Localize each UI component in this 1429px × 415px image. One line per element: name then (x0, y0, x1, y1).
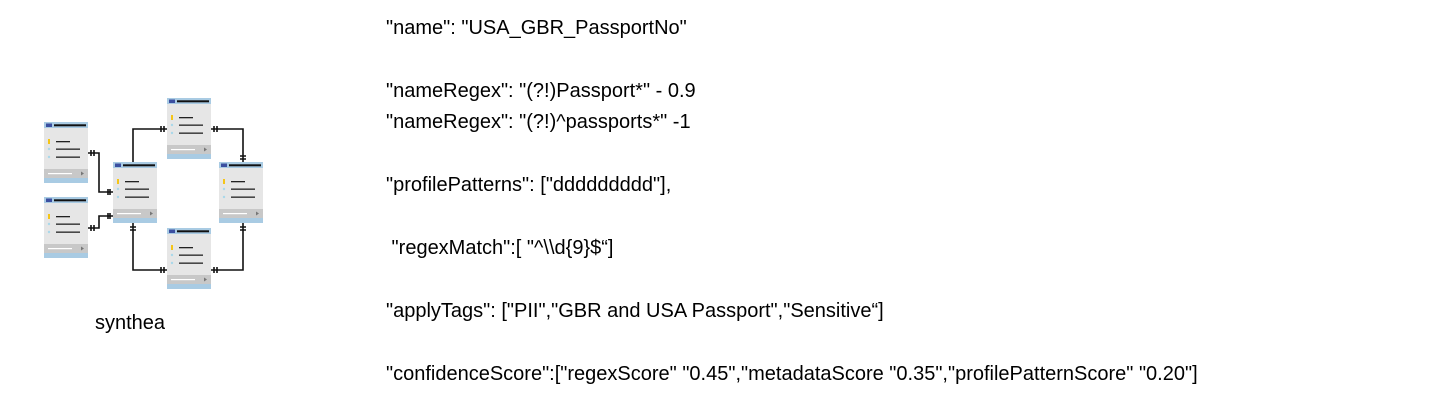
relationship-lines (88, 126, 246, 273)
rule-confidence-score: "confidenceScore":["regexScore" "0.45","… (386, 363, 1198, 385)
rule-name: "name": "USA_GBR_PassportNo" (386, 17, 687, 39)
table-icon (113, 162, 157, 223)
table-icon (219, 162, 263, 223)
table-icon (167, 228, 211, 289)
table-icon (44, 122, 88, 183)
rule-apply-tags: "applyTags": ["PII","GBR and USA Passpor… (386, 300, 884, 322)
database-schema-diagram (44, 98, 263, 289)
rule-name-regex-1: "nameRegex": "(?!)Passport*" - 0.9 (386, 80, 696, 102)
table-icon (167, 98, 211, 159)
rule-regex-match: "regexMatch":[ "^\\d{9}$“] (386, 237, 614, 259)
rule-profile-patterns: "profilePatterns": ["ddddddddd"], (386, 174, 672, 196)
rule-name-regex-2: "nameRegex": "(?!)^passports*" -1 (386, 111, 691, 133)
table-icon (44, 197, 88, 258)
diagram-label: synthea (95, 312, 166, 334)
